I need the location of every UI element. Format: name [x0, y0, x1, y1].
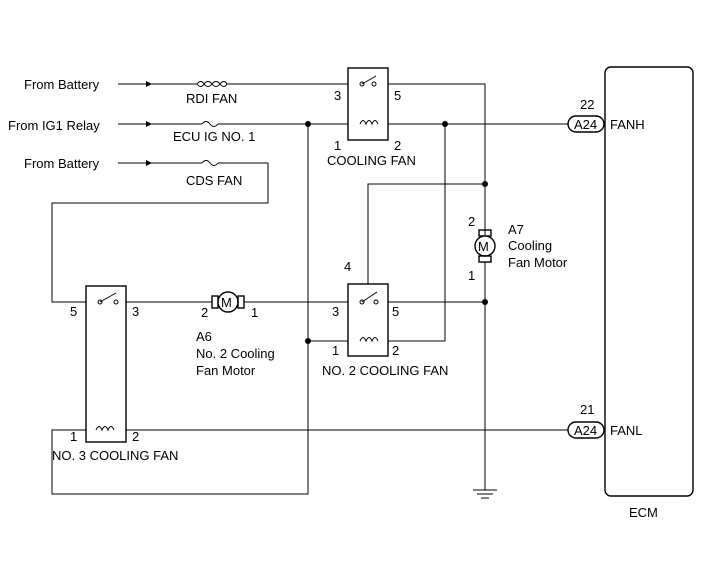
relay-cooling-fan-pin-3: 3	[334, 88, 341, 103]
ecm-fanh-label: FANH	[610, 117, 645, 132]
source-label-battery-2: From Battery	[24, 156, 100, 171]
relay-no2-cooling-fan	[347, 283, 389, 357]
relay-no2-pin-2: 2	[392, 343, 399, 358]
relay-no2-pin-1: 1	[332, 343, 339, 358]
motor-a6-pin-1: 1	[251, 305, 258, 320]
motor-a6-icon: M	[211, 291, 245, 313]
wire	[51, 124, 309, 495]
relay-no2-pin-3: 3	[332, 304, 339, 319]
connector-fanl: A24	[567, 421, 605, 439]
wire	[51, 163, 269, 303]
ground-icon	[473, 489, 497, 499]
connector-fanh: A24	[567, 115, 605, 133]
relay-no3-pin-1: 1	[70, 429, 77, 444]
motor-a6-id: A6	[196, 329, 212, 344]
relay-coil-icon	[95, 426, 115, 432]
relay-no3-pin-5: 5	[70, 304, 77, 319]
relay-cooling-fan	[347, 67, 389, 141]
fuse-label-rdi-fan: RDI FAN	[186, 91, 237, 106]
fuse-label-ecu-ig: ECU IG NO. 1	[173, 129, 255, 144]
relay-coil-icon	[359, 120, 379, 126]
source-label-ig1-relay: From IG1 Relay	[8, 118, 100, 133]
ecm-fanl-pin: 21	[580, 402, 594, 417]
relay-no2-pin-4: 4	[344, 259, 351, 274]
motor-a7-label-1: Cooling	[508, 238, 552, 253]
fuse-ecu-ig-icon	[201, 121, 219, 127]
motor-a6-label-2: Fan Motor	[196, 363, 256, 378]
ecm-fanl-label: FANL	[610, 423, 643, 438]
ecm-box	[604, 66, 694, 497]
relay-cooling-fan-pin-2: 2	[394, 138, 401, 153]
relay-no3-name: NO. 3 COOLING FAN	[52, 448, 178, 463]
ecm-name: ECM	[629, 505, 658, 520]
relay-cooling-fan-pin-5: 5	[394, 88, 401, 103]
relay-no3-pin-3: 3	[132, 304, 139, 319]
relay-cooling-fan-pin-1: 1	[334, 138, 341, 153]
relay-cooling-fan-name: COOLING FAN	[327, 153, 416, 168]
motor-a7-pin-1: 1	[468, 268, 475, 283]
svg-text:M: M	[478, 239, 489, 254]
motor-a6-pin-2: 2	[201, 305, 208, 320]
svg-text:M: M	[221, 295, 232, 310]
relay-coil-icon	[359, 337, 379, 343]
motor-a7-label-2: Fan Motor	[508, 255, 568, 270]
motor-a7-icon: M	[474, 229, 496, 263]
svg-text:A24: A24	[574, 117, 597, 132]
relay-no3-cooling-fan	[85, 285, 127, 443]
wire	[388, 124, 446, 342]
ecm-fanh-pin: 22	[580, 97, 594, 112]
fuse-cds-fan-icon	[201, 160, 219, 166]
relay-no3-pin-2: 2	[132, 429, 139, 444]
svg-text:A24: A24	[574, 423, 597, 438]
relay-no2-pin-5: 5	[392, 304, 399, 319]
source-label-battery-1: From Battery	[24, 77, 100, 92]
wire	[367, 183, 485, 284]
fuse-label-cds-fan: CDS FAN	[186, 173, 242, 188]
fuse-rdi-fan-icon	[196, 81, 228, 87]
motor-a7-id: A7	[508, 222, 524, 237]
relay-no2-name: NO. 2 COOLING FAN	[322, 363, 448, 378]
motor-a7-pin-2: 2	[468, 214, 475, 229]
motor-a6-label-1: No. 2 Cooling	[196, 346, 275, 361]
